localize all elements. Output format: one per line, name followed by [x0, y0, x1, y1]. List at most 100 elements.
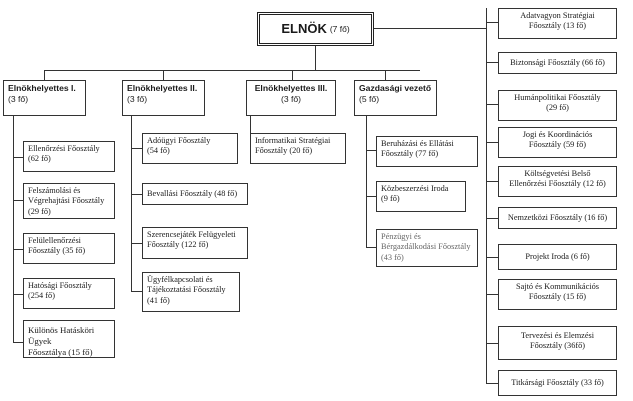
unit-label: Informatikai Stratégiai [255, 136, 331, 145]
unit-label: Ügyfélkapcsolati és [147, 275, 213, 284]
connector-root-right [374, 28, 486, 29]
unit-adatvagyon: Adatvagyon Stratégiai Főosztály (13 fő) [498, 8, 617, 39]
unit-sajto: Sajtó és Kommunikációs Főosztály (15 fő) [498, 279, 617, 310]
connector-drop-3 [292, 70, 293, 80]
unit-label: Felülellenőrzési [28, 236, 81, 245]
unit-informatikai: Informatikai Stratégiai Főosztály (20 fő… [250, 133, 346, 164]
root-count: (7 fő) [329, 23, 350, 34]
unit-label: Adóügyi Főosztály [147, 136, 211, 145]
spine-deputy-1 [13, 116, 14, 342]
connector-drop-1 [44, 70, 45, 80]
connector-right-spine [486, 8, 487, 383]
tick-2-1 [131, 148, 142, 149]
unit-label: Költségvetési Belső [524, 169, 591, 178]
tick-1-1 [13, 157, 23, 158]
unit-label: Ellenőrzési Főosztály (12 fő) [509, 179, 606, 189]
spine-deputy-4 [366, 116, 367, 248]
unit-jogi: Jogi és Koordinációs Főosztály (59 fő) [498, 127, 617, 158]
unit-label: (41 fő) [147, 295, 170, 305]
unit-label: Humánpolitikai Főosztály [514, 93, 601, 102]
unit-label: Bérgazdálkodási Főosztály [381, 242, 471, 252]
unit-label: Közbeszerzési Iroda [381, 184, 449, 193]
unit-ellenorzesi: Ellenőrzési Főosztály (62 fő) [23, 141, 115, 172]
unit-felszamolasi: Felszámolási és Végrehajtási Főosztály (… [23, 183, 115, 219]
unit-label: Beruházási és Ellátási [381, 139, 454, 148]
tick-2-3 [131, 243, 142, 244]
tick-r-5 [486, 181, 498, 182]
spine-deputy-2 [131, 116, 132, 291]
tick-r-8 [486, 294, 498, 295]
tick-r-2 [486, 62, 498, 63]
unit-label: Nemzetközi Főosztály (16 fő) [507, 213, 608, 222]
deputy-box-4: Gazdasági vezető (5 fő) [354, 80, 437, 116]
deputy-count-4: (5 fő) [359, 93, 380, 104]
unit-label: Ellenőrzési Főosztály [28, 144, 100, 153]
deputy-count-3: (3 fő) [280, 93, 302, 104]
unit-label: Bevallási Főosztály (48 fő) [147, 189, 238, 198]
unit-adougyi: Adóügyi Főosztály (54 fő) [142, 133, 238, 164]
unit-bevallasi: Bevallási Főosztály (48 fő) [142, 183, 248, 205]
unit-label: Projekt Iroda (6 fő) [525, 252, 590, 261]
unit-label: Tájékoztatási Főosztály [147, 285, 226, 295]
unit-label: Különös Hatásköri Ügyek [28, 325, 95, 346]
connector-root-down [315, 46, 316, 70]
tick-1-3 [13, 249, 23, 250]
deputy-title-3: Elnökhelyettes III. [254, 83, 328, 93]
unit-label: Hatósági Főosztály [28, 281, 92, 290]
unit-humanpolitikai: Humánpolitikai Főosztály (29 fő) [498, 90, 617, 121]
spine-deputy-3 [250, 116, 251, 148]
unit-label: Főosztály (59 fő) [528, 140, 587, 150]
tick-4-2 [366, 196, 376, 197]
unit-biztonsagi: Biztonsági Főosztály (66 fő) [498, 52, 617, 74]
unit-label: Tervezési és Elemzési [520, 331, 595, 340]
unit-label: Főosztály (13 fő) [528, 21, 587, 31]
unit-label: Főosztály (77 fő) [381, 149, 439, 159]
unit-beruhazasi: Beruházási és Ellátási Főosztály (77 fő) [376, 136, 478, 167]
root-box-elnok: ELNÖK (7 fő) [257, 12, 374, 46]
unit-label: Főosztály (15 fő) [528, 292, 587, 302]
unit-label: Adatvagyon Stratégiai [520, 11, 595, 20]
unit-label: (254 fő) [28, 291, 55, 301]
unit-label: (43 fő) [381, 252, 404, 262]
unit-label: Sajtó és Kommunikációs [516, 282, 599, 291]
unit-label: Főosztálya (15 fő) [28, 346, 93, 357]
unit-label: Titkársági Főosztály (33 fő) [511, 378, 604, 387]
tick-r-7 [486, 257, 498, 258]
deputy-title-2: Elnökhelyettes II. [127, 83, 198, 93]
unit-label: (29 fő) [546, 103, 569, 113]
unit-koltsegvetesi: Költségvetési Belső Ellenőrzési Főosztál… [498, 166, 617, 197]
unit-ugyfelkapcsolati: Ügyfélkapcsolati és Tájékoztatási Főoszt… [142, 272, 240, 312]
deputy-box-3: Elnökhelyettes III. (3 fő) [246, 80, 336, 116]
connector-top-horizontal [44, 70, 420, 71]
tick-r-6 [486, 218, 498, 219]
unit-label: Felszámolási és [28, 186, 81, 195]
unit-label: Pénzügyi és [381, 232, 421, 241]
connector-drop-2 [163, 70, 164, 80]
unit-label: (54 fő) [147, 146, 170, 156]
unit-label: Főosztály (35 fő) [28, 246, 86, 256]
tick-r-9 [486, 343, 498, 344]
tick-r-3 [486, 104, 498, 105]
deputy-box-2: Elnökhelyettes II. (3 fő) [122, 80, 205, 116]
unit-felulellenorzesi: Felülellenőrzési Főosztály (35 fő) [23, 233, 115, 264]
unit-label: (9 fő) [381, 194, 400, 204]
tick-4-1 [366, 150, 376, 151]
tick-r-4 [486, 142, 498, 143]
deputy-title-1: Elnökhelyettes I. [8, 83, 76, 93]
unit-kulonos-hataskori: Különös Hatásköri Ügyek Főosztálya (15 f… [23, 320, 115, 358]
tick-2-4 [131, 291, 142, 292]
deputy-count-2: (3 fő) [127, 93, 148, 104]
deputy-count-1: (3 fő) [8, 93, 29, 104]
unit-titkarsagi: Titkársági Főosztály (33 fő) [498, 370, 617, 396]
tick-2-2 [131, 194, 142, 195]
deputy-title-4: Gazdasági vezető [359, 83, 432, 93]
unit-label: (29 fő) [28, 206, 51, 216]
tick-1-2 [13, 200, 23, 201]
tick-4-3 [366, 247, 376, 248]
unit-label: Főosztály (20 fő) [255, 146, 313, 156]
root-title: ELNÖK [281, 20, 327, 36]
unit-label: Főosztály (36fő) [529, 341, 586, 351]
unit-tervezesi: Tervezési és Elemzési Főosztály (36fő) [498, 326, 617, 360]
unit-label: (62 fő) [28, 154, 51, 164]
tick-r-10 [486, 383, 498, 384]
